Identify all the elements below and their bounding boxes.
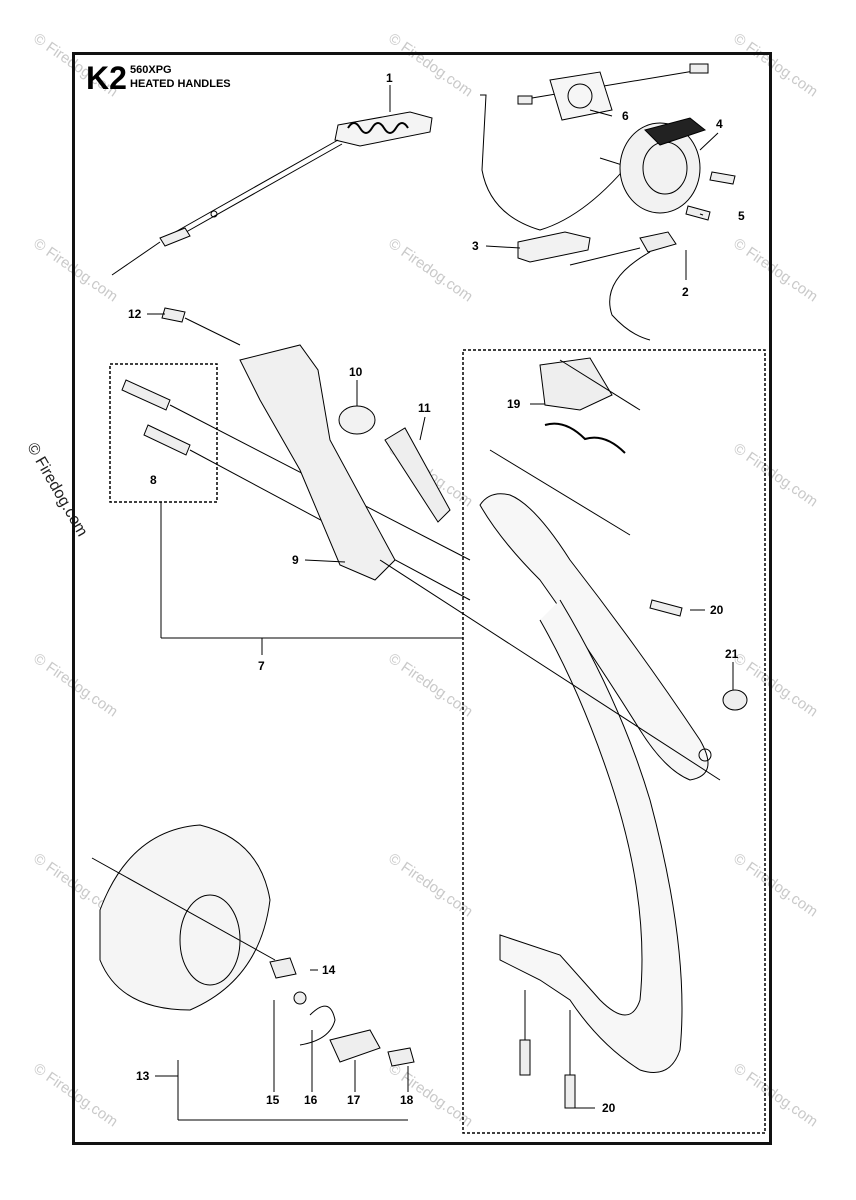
callout-4: 4 [716, 117, 723, 131]
heating-element-part [111, 111, 433, 276]
callout-20: 20 [710, 603, 724, 617]
callout-6: 6 [622, 109, 629, 123]
screw-part [387, 1047, 415, 1067]
screw-part [519, 599, 683, 1109]
callout-15: 15 [266, 1093, 280, 1107]
sheet-model: 560XPG [130, 64, 172, 76]
callout-14: 14 [322, 963, 336, 977]
generator-ring-part [619, 117, 707, 214]
handle-group-box [462, 349, 766, 1134]
callout-10: 10 [349, 365, 363, 379]
callout-20: 20 [602, 1101, 616, 1115]
pawl-part [329, 1029, 381, 1063]
handle-bar-part [379, 493, 721, 1073]
handle-bracket-part [239, 344, 396, 581]
callout-13: 13 [136, 1069, 150, 1083]
callout-19: 19 [507, 397, 521, 411]
callout-11: 11 [418, 401, 431, 415]
sheet-code: K2 [86, 60, 127, 96]
callout-9: 9 [292, 553, 299, 567]
callout-18: 18 [400, 1093, 414, 1107]
bracket-part [517, 231, 591, 263]
spring-part [299, 1005, 336, 1046]
switch-housing-part [489, 357, 641, 536]
diagram-frame [72, 52, 772, 1145]
callout-16: 16 [304, 1093, 318, 1107]
callout-17: 17 [347, 1093, 361, 1107]
cover-part [384, 427, 451, 523]
flywheel-part [91, 824, 276, 1011]
screw-group-box [109, 363, 218, 503]
callout-21: 21 [725, 647, 739, 661]
callout-7: 7 [258, 659, 265, 673]
washer-part [293, 991, 307, 1005]
callout-2: 2 [682, 285, 689, 299]
callout-1: 1 [386, 71, 393, 85]
sheet-title: HEATED HANDLES [130, 78, 231, 90]
nut-part [269, 957, 297, 979]
nut-part [722, 689, 748, 711]
screw-part [685, 171, 736, 221]
callout-12: 12 [128, 307, 142, 321]
callout-8: 8 [150, 473, 157, 487]
callout-3: 3 [472, 239, 479, 253]
screw-part [161, 307, 186, 323]
knob-part [338, 405, 376, 435]
gasket-plate-part [549, 71, 613, 121]
switch-part [569, 231, 677, 341]
callout-5: 5 [738, 209, 745, 223]
